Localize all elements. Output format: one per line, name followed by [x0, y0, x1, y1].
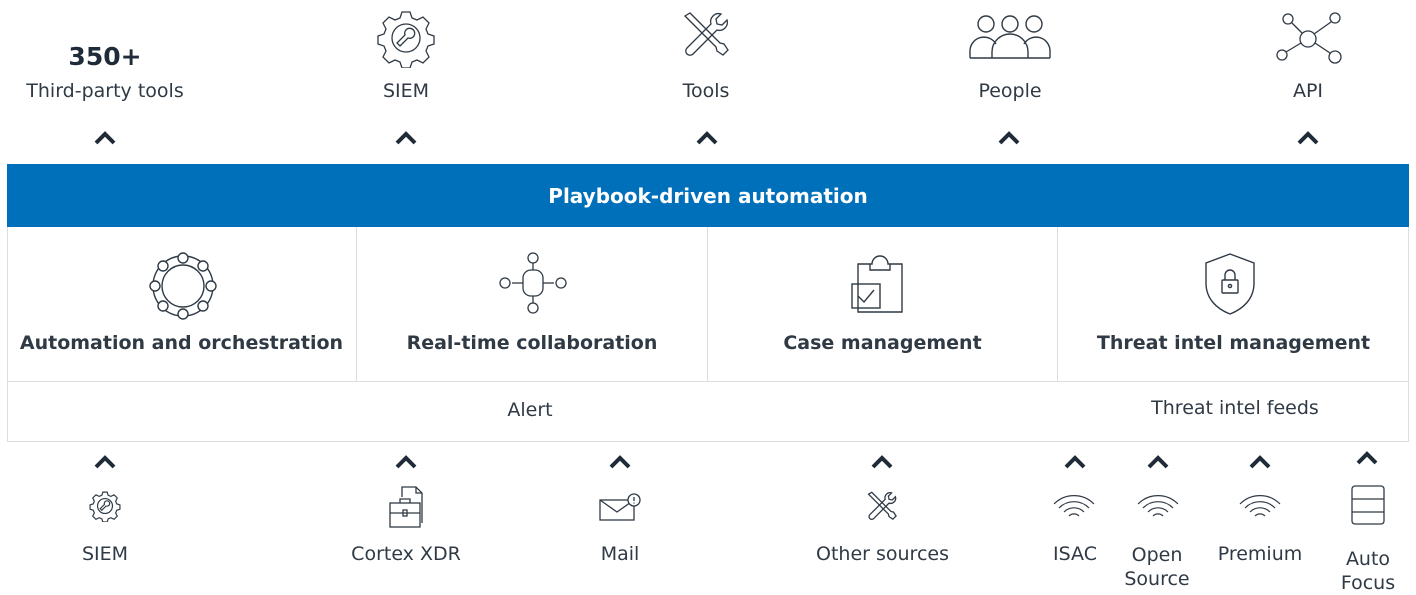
divider	[7, 381, 1409, 382]
chevron-up-icon	[94, 131, 116, 145]
playbook-band: Playbook-driven automation	[7, 164, 1409, 227]
tools-top-label: Tools	[682, 80, 730, 102]
threat-feeds-label: Threat intel feeds	[1151, 397, 1319, 419]
shield-lock-icon	[1205, 253, 1255, 315]
cell-threat-label: Threat intel management	[1096, 332, 1371, 354]
chevron-up-icon	[696, 131, 718, 145]
server-icon	[1351, 485, 1385, 525]
chevron-up-icon	[94, 455, 116, 469]
chevron-up-icon	[871, 455, 893, 469]
tools-icon	[867, 491, 897, 520]
chevron-up-icon	[395, 131, 417, 145]
network-icon	[1276, 12, 1342, 64]
cell-collaboration-label: Real-time collaboration	[406, 332, 658, 354]
briefcase-icon	[389, 486, 423, 528]
source-autofocus-label: Auto Focus	[1340, 548, 1396, 594]
tools-icon	[683, 12, 729, 56]
source-opensource-label: Open Source	[1124, 544, 1190, 590]
chevron-up-icon	[395, 455, 417, 469]
source-premium-label: Premium	[1217, 543, 1303, 565]
source-other-label: Other sources	[816, 543, 949, 565]
third-party-tools-label: Third-party tools	[26, 80, 184, 102]
chevron-up-icon	[1297, 131, 1319, 145]
wifi-icon	[1137, 495, 1179, 517]
divider	[356, 227, 357, 382]
alert-label: Alert	[507, 399, 553, 421]
siem-top-label: SIEM	[382, 80, 430, 102]
clipboard-check-icon	[851, 255, 903, 313]
collaboration-icon	[499, 252, 567, 314]
source-isac-label: ISAC	[1053, 543, 1097, 565]
playbook-title: Playbook-driven automation	[548, 184, 868, 208]
api-top-label: API	[1292, 80, 1324, 102]
source-mail-label: Mail	[600, 543, 640, 565]
orchestration-ring-icon	[149, 252, 217, 320]
chevron-up-icon	[1356, 451, 1378, 465]
divider	[707, 227, 708, 382]
capabilities-box	[7, 227, 1409, 442]
cell-automation-label: Automation and orchestration	[19, 332, 344, 354]
chevron-up-icon	[609, 455, 631, 469]
source-siem-label: SIEM	[81, 543, 129, 565]
people-top-label: People	[978, 80, 1042, 102]
chevron-up-icon	[1249, 455, 1271, 469]
count-350: 350+	[68, 42, 142, 71]
source-cortex-label: Cortex XDR	[351, 543, 461, 565]
wifi-icon	[1239, 495, 1281, 517]
chevron-up-icon	[998, 131, 1020, 145]
wifi-icon	[1053, 495, 1095, 517]
divider	[1057, 227, 1058, 382]
chevron-up-icon	[1147, 455, 1169, 469]
chevron-up-icon	[1064, 455, 1086, 469]
mail-alert-icon	[599, 493, 641, 521]
cell-case-label: Case management	[783, 332, 982, 354]
people-icon	[969, 15, 1051, 59]
gear-wrench-icon	[377, 11, 435, 68]
gear-wrench-icon	[89, 491, 121, 522]
